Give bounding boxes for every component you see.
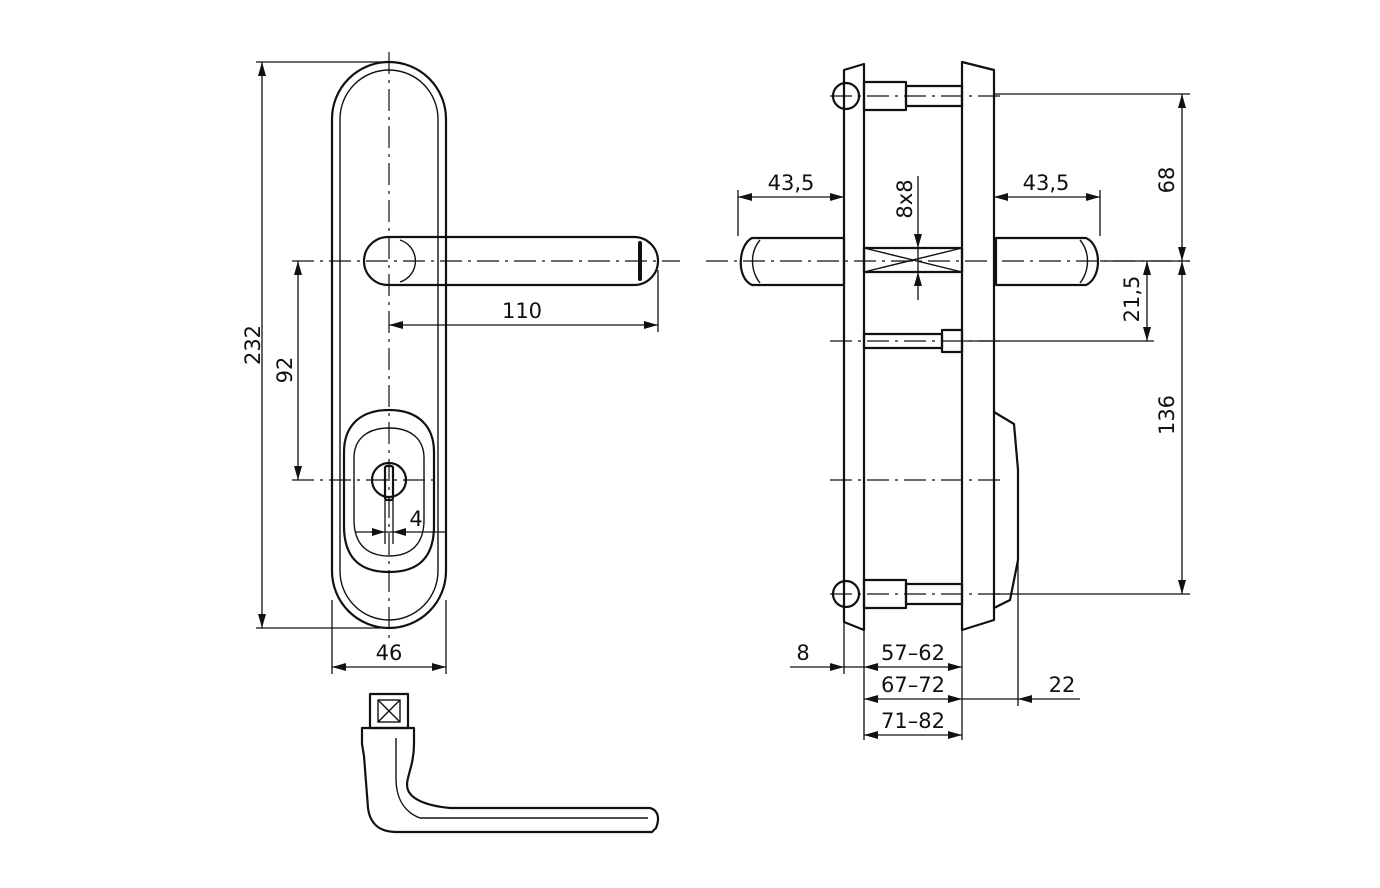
dim-lower-screw-distance: 136 [1155,395,1179,435]
dim-cover-projection: 22 [1049,673,1076,697]
square-spindle [862,246,964,274]
dim-door-thickness-2: 67–72 [881,673,945,697]
dim-spindle-to-cylinder: 21,5 [1120,276,1144,323]
dim-keyhole-width: 4 [409,507,422,531]
dim-handle-to-keyhole: 92 [273,357,297,384]
side-view-dimensions: 43,5 43,5 8x8 68 21,5 136 [737,93,1190,740]
left-plate [842,62,866,632]
front-view-dimensions: 232 92 110 4 46 [241,61,659,674]
dim-door-thickness-3: 71–82 [881,709,945,733]
cylinder-cover-side [992,410,1020,610]
dim-plate-thickness: 8 [796,641,809,665]
lever-profile [360,726,660,834]
cylinder-cover-inner [353,427,425,557]
side-view [706,60,1190,632]
dim-overall-height: 232 [241,325,265,365]
left-lever-stub [739,236,846,287]
dim-lever-projection-right: 43,5 [1023,171,1070,195]
dim-plate-width: 46 [376,641,403,665]
dim-square-spindle: 8x8 [893,179,917,218]
dim-lever-projection-left: 43,5 [768,171,815,195]
right-plate [960,60,996,632]
dim-door-thickness-1: 57–62 [881,641,945,665]
lever-handle [362,235,660,287]
handle-profile-view [360,692,660,834]
front-view [292,52,680,640]
right-lever-stub [994,236,1099,287]
dim-upper-screw-distance: 68 [1155,167,1179,194]
dim-lever-length: 110 [502,299,542,323]
